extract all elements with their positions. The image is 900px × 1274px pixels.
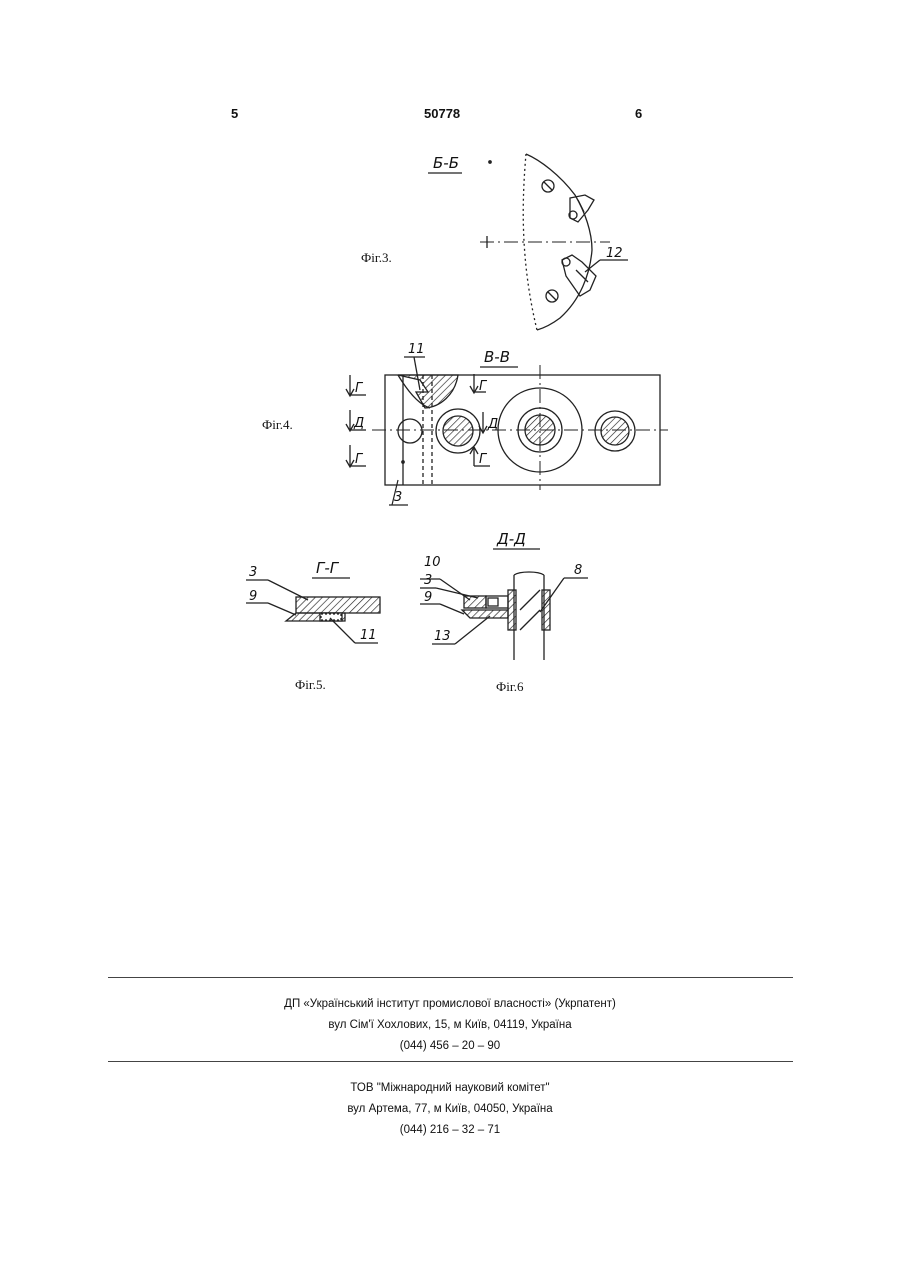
footer-org2-phone: (044) 216 – 32 – 71 [0, 1120, 900, 1141]
fig4-label-11: 11 [408, 342, 425, 357]
footer-org2-address: вул Артема, 77, м Київ, 04050, Україна [0, 1099, 900, 1120]
fig4-label-3: 3 [394, 490, 402, 505]
fig5-section-label: Г-Г [316, 559, 340, 577]
fig4-label-g2: Г [355, 452, 364, 467]
fig6-label-13: 13 [434, 629, 451, 644]
footer-org1-phone: (044) 456 – 20 – 90 [0, 1036, 900, 1057]
fig6-section-label: Д-Д [496, 530, 526, 548]
fig4-label-d2: Д [487, 417, 498, 432]
footer-org1: ДП «Український інститут промислової вла… [0, 994, 900, 1057]
footer-org2-name: ТОВ "Міжнародний науковий комітет" [0, 1078, 900, 1099]
fig5-label-3: 3 [249, 565, 257, 580]
fig4-section-label: В-В [484, 348, 510, 366]
footer-rule-top [108, 977, 793, 978]
fig5-label-11: 11 [360, 628, 377, 643]
fig4-label-d1: Д [353, 416, 364, 431]
fig4-label-g4: Г [479, 452, 488, 467]
fig4-label-g3: Г [479, 379, 488, 394]
technical-drawings: Б-Б 12 В-В 11 [0, 0, 900, 760]
fig3-section-label: Б-Б [433, 154, 459, 172]
fig6-label-8: 8 [574, 563, 582, 578]
fig4-label-g1: Г [355, 381, 364, 396]
footer-org1-name: ДП «Український інститут промислової вла… [0, 994, 900, 1015]
fig6-label-9: 9 [424, 590, 432, 605]
fig5-label-9: 9 [249, 589, 257, 604]
footer-org1-address: вул Сім'ї Хохлових, 15, м Київ, 04119, У… [0, 1015, 900, 1036]
footer-org2: ТОВ "Міжнародний науковий комітет" вул А… [0, 1078, 900, 1141]
fig3-label-12: 12 [606, 246, 623, 261]
fig4-drawing: В-В 11 [346, 342, 668, 490]
fig6-label-3: 3 [424, 573, 432, 588]
fig6-label-10: 10 [424, 555, 441, 570]
fig3-drawing: Б-Б 12 [428, 154, 628, 330]
footer-rule-middle [108, 1061, 793, 1062]
